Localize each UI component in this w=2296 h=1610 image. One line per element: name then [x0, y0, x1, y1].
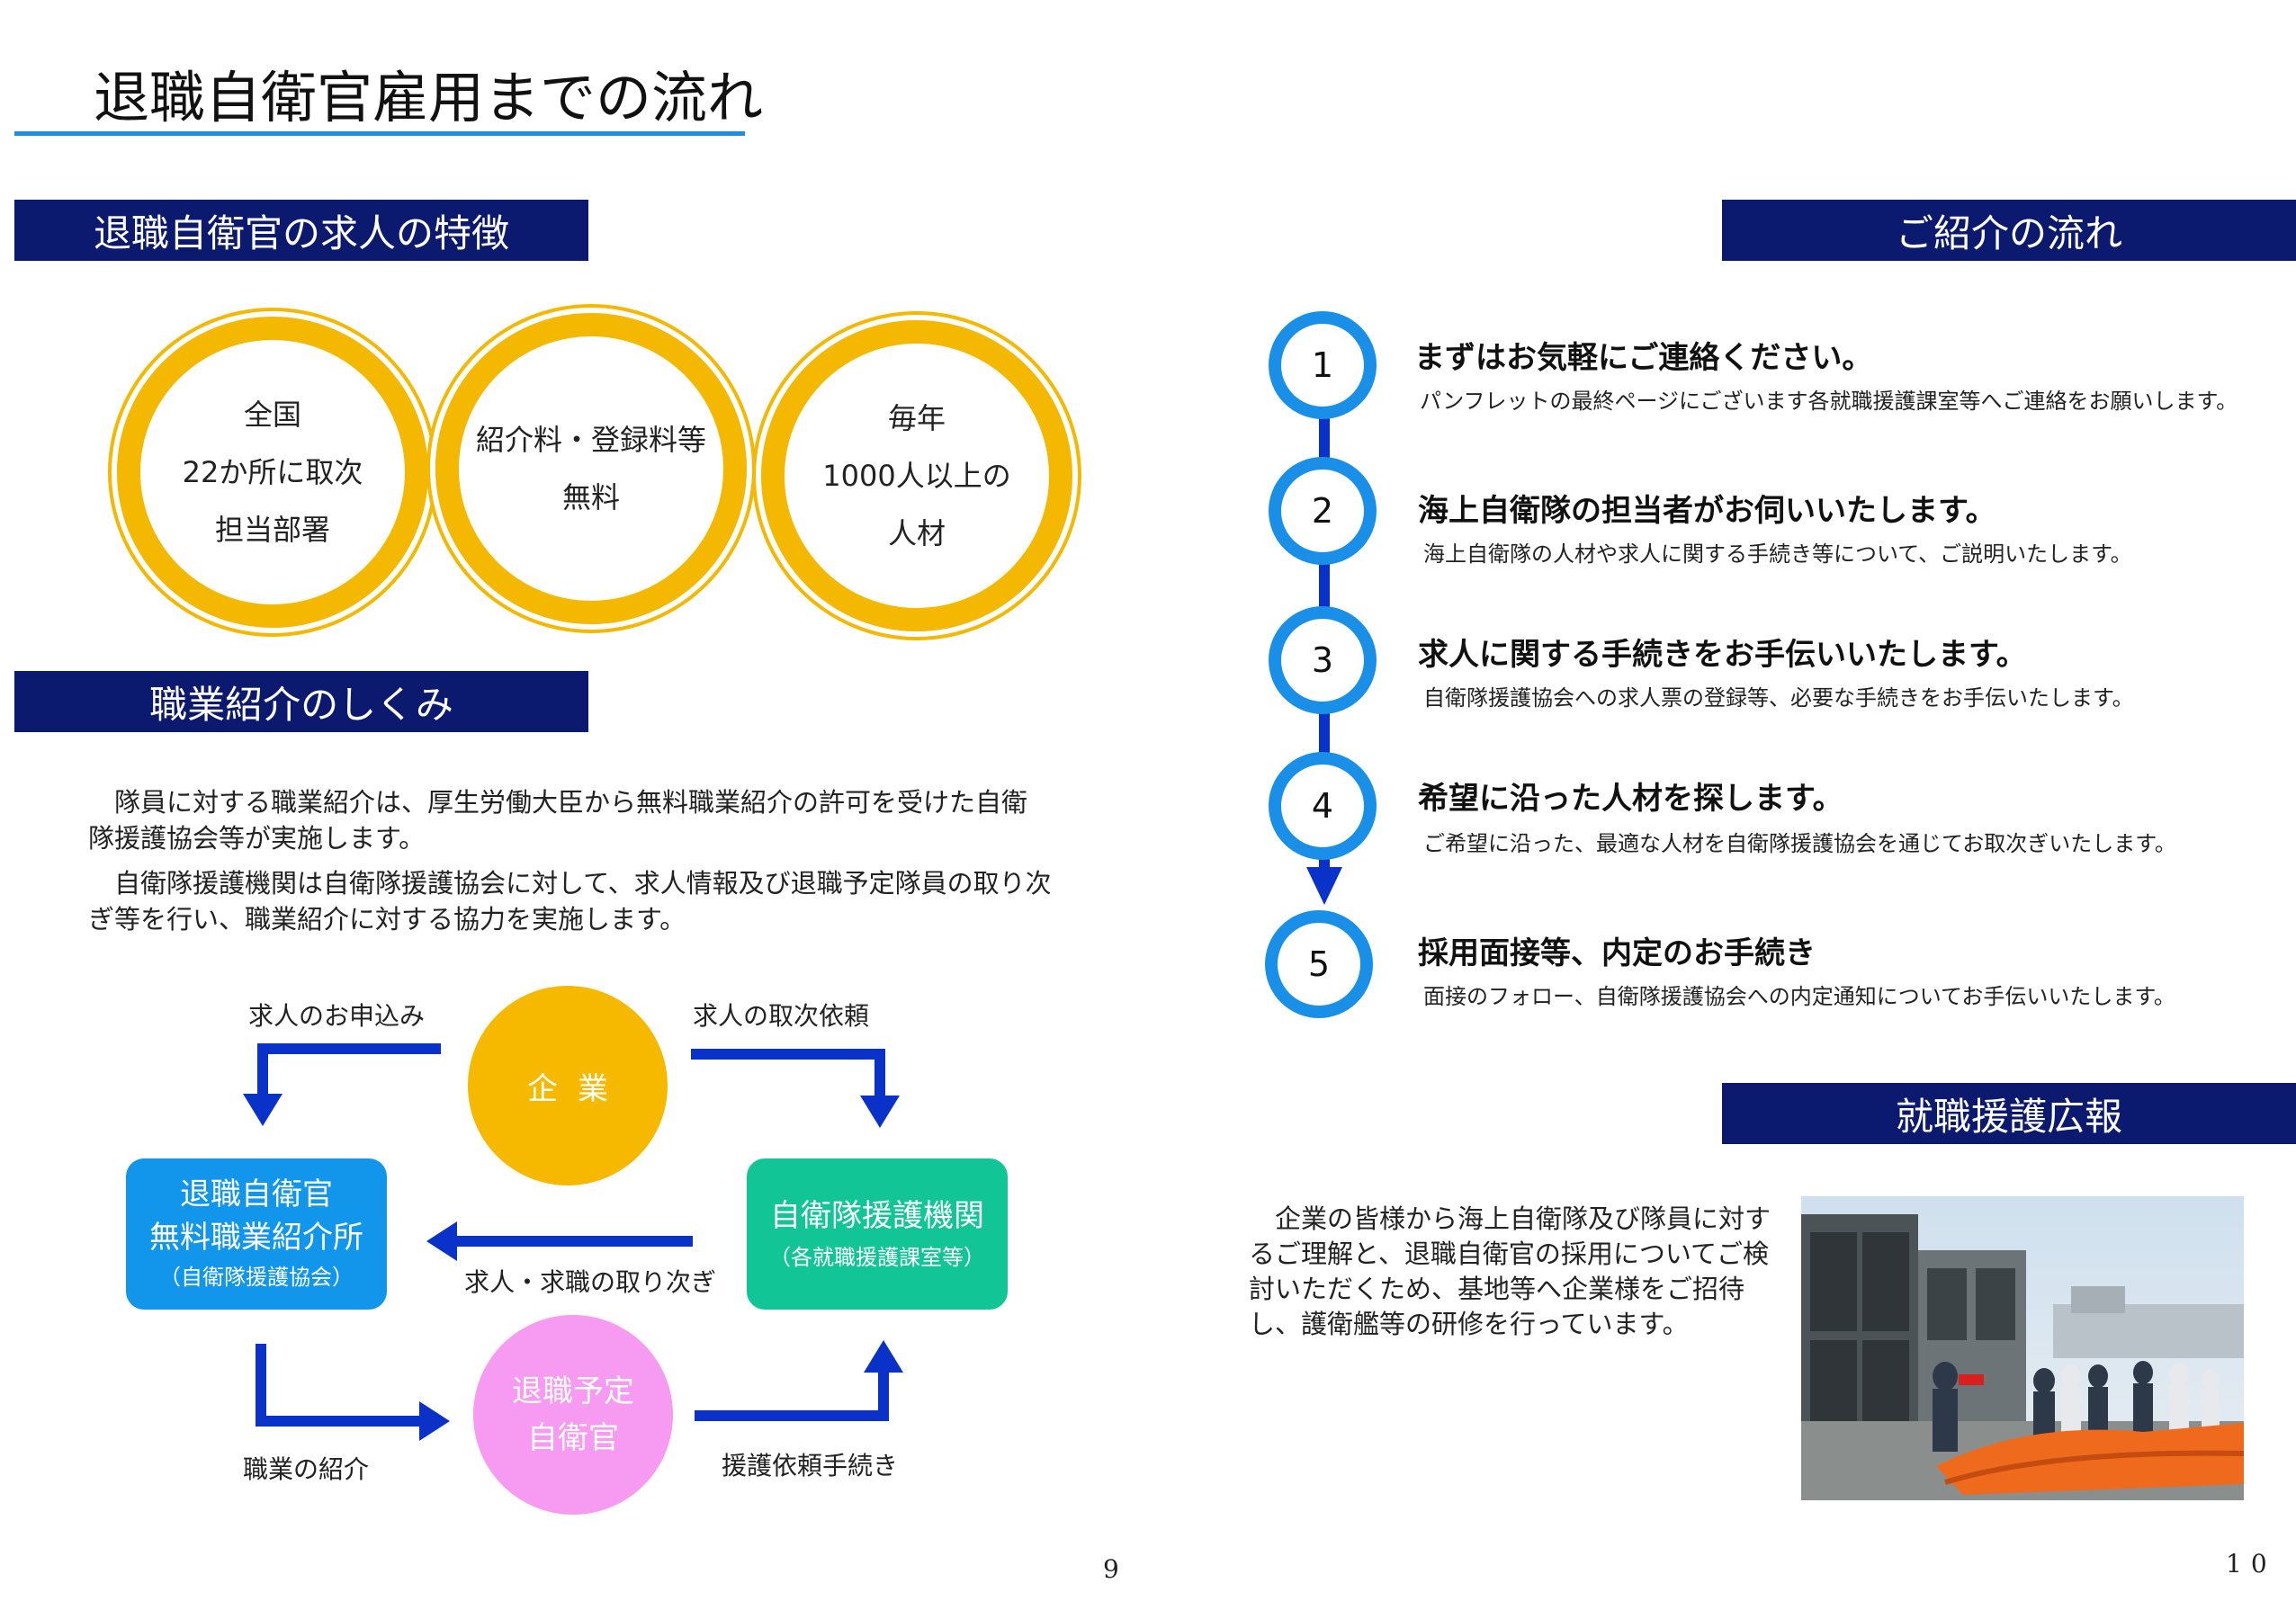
feature-line: 全国 — [243, 398, 301, 432]
step-number: 2 — [1311, 491, 1334, 531]
feature-line: 無料 — [561, 480, 620, 514]
step-number: 1 — [1311, 345, 1334, 385]
features-header: 退職自衛官の求人の特徴 — [14, 200, 588, 261]
office-line2: 無料職業紹介所 — [149, 1220, 363, 1256]
system-paragraph: 隊員に対する職業紹介は、厚生労働大臣から無料職業紹介の許可を受けた自衛隊援護協会… — [88, 787, 1028, 854]
step-1-title: まずはお気軽にご連絡ください。 — [1414, 340, 1873, 376]
retiree-line1: 退職予定 — [512, 1373, 634, 1409]
diagram-arrows — [243, 1043, 903, 1441]
pr-photo — [1801, 1196, 2244, 1500]
feature-line: 毎年 — [887, 401, 946, 435]
step-5-title: 採用面接等、内定のお手続き — [1418, 935, 1816, 971]
step-5-desc: 面接のフォロー、自衛隊援護協会への内定通知についてお手伝いいたします。 — [1423, 984, 2175, 1009]
arrow-head-down — [243, 1094, 283, 1126]
arrow-head-right — [419, 1401, 450, 1441]
pr-description: 企業の皆様から海上自衛隊及び隊員に対するご理解と、退職自衛官の採用についてご検討… — [1249, 1203, 1771, 1339]
org-line1: 自衛隊援護機関 — [770, 1198, 984, 1234]
node-company-label: 企業 — [527, 1070, 628, 1107]
step-4-circle: 4 — [1269, 752, 1377, 860]
flow-header: ご紹介の流れ — [1722, 200, 2296, 261]
step-4-desc: ご希望に沿った、最適な人材を自衛隊援護協会を通じてお取次ぎいたします。 — [1423, 831, 2176, 856]
node-support-org: 自衛隊援護機関 （各就職援護課室等） — [747, 1158, 1008, 1310]
system-description: 隊員に対する職業紹介は、厚生労働大臣から無料職業紹介の許可を受けた自衛隊援護協会… — [88, 784, 1053, 937]
label-relay: 求人・求職の取り次ぎ — [464, 1267, 717, 1297]
page-number-left: 9 — [1103, 1554, 1128, 1584]
arrow-head-down — [860, 1096, 900, 1128]
feature-line: 担当部署 — [214, 513, 330, 547]
system-header: 職業紹介のしくみ — [14, 671, 588, 732]
feature-line: 1000人以上の — [822, 459, 1011, 493]
label-apply: 求人のお申込み — [248, 1001, 426, 1031]
step-5-circle: 5 — [1265, 910, 1373, 1018]
office-line1: 退職自衛官 — [180, 1176, 333, 1212]
retiree-line2: 自衛官 — [527, 1420, 619, 1456]
arrow-head-down — [1306, 867, 1342, 905]
node-retiree: 退職予定 自衛官 — [473, 1315, 673, 1515]
org-sub: （各就職援護課室等） — [769, 1245, 985, 1270]
step-2-title: 海上自衛隊の担当者がお伺いいたします。 — [1418, 493, 1996, 529]
feature-line: 人材 — [887, 516, 946, 550]
label-introduce: 職業の紹介 — [243, 1454, 370, 1484]
node-company: 企業 — [468, 986, 668, 1185]
step-2-desc: 海上自衛隊の人材や求人に関する手続き等について、ご説明いたします。 — [1423, 541, 2132, 567]
feature-line: 22か所に取次 — [182, 455, 363, 489]
step-3-title: 求人に関する手続きをお手伝いいたします。 — [1418, 637, 2027, 673]
step-2-circle: 2 — [1269, 457, 1377, 565]
office-sub: （自衛隊援護協会） — [159, 1265, 354, 1290]
page-number-right: 10 — [2226, 1549, 2276, 1579]
step-3-desc: 自衛隊援護協会への求人票の登録等、必要な手続きをお手伝いたします。 — [1423, 685, 2134, 711]
step-number: 5 — [1307, 944, 1331, 984]
step-1-desc: パンフレットの最終ページにございます各就職援護課室等へご連絡をお願いします。 — [1420, 389, 2238, 414]
title-underline — [14, 131, 745, 136]
node-placement-office: 退職自衛官 無料職業紹介所 （自衛隊援護協会） — [126, 1158, 387, 1310]
step-1-circle: 1 — [1269, 311, 1377, 419]
step-number: 3 — [1311, 640, 1334, 680]
page-title: 退職自衛官雇用までの流れ — [94, 65, 764, 130]
label-relay-request: 求人の取次依頼 — [693, 1001, 870, 1031]
system-paragraph: 自衛隊援護機関は自衛隊援護協会に対して、求人情報及び退職予定隊員の取り次ぎ等を行… — [88, 868, 1052, 935]
pr-header: 就職援護広報 — [1722, 1083, 2296, 1144]
step-3-circle: 3 — [1269, 606, 1377, 714]
step-4-title: 希望に沿った人材を探します。 — [1418, 781, 1843, 817]
arrow-head-up — [864, 1340, 903, 1373]
label-support-proc: 援護依頼手続き — [722, 1451, 899, 1480]
step-number: 4 — [1311, 786, 1334, 826]
feature-line: 紹介料・登録料等 — [475, 423, 706, 457]
arrow-head-left — [426, 1221, 457, 1261]
